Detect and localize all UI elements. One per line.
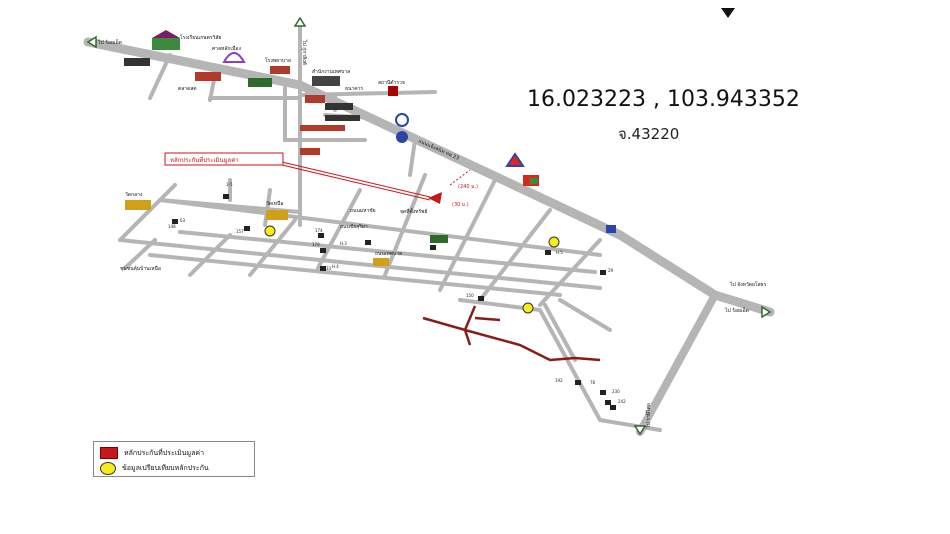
label-temple-2: วัดเหนือ (266, 200, 283, 207)
subject-marker (428, 192, 442, 204)
gas-station-icon (505, 152, 525, 167)
house-number: H.5 (556, 250, 563, 255)
house-number: 157 (236, 229, 244, 234)
label-to-yasothon: ไป จังหวัดยโสธร (729, 281, 767, 288)
label-west-district: ชุมชนคุ้มบ้านเหนือ (120, 265, 161, 272)
label-dome: ศาลหลักเมือง (212, 45, 241, 52)
house-number: 242 (618, 399, 626, 404)
label-school: โรงเรียนเกษตรวิสัย (180, 34, 221, 41)
house-number: 78 (590, 380, 596, 385)
legend-label-appraised: หลักประกันที่ประเมินมูลค่า (124, 449, 205, 457)
label-road-b: ถนนชัยสุริยา (340, 223, 368, 230)
legend-label-comparable: ข้อมูลเปรียบเทียบหลักประกัน (122, 465, 209, 472)
house-number: H.3 (340, 241, 347, 246)
house-number: 1-5 (226, 182, 233, 187)
comparable-marker (522, 302, 534, 314)
label-bank: ธนาคาร (345, 86, 363, 92)
label-subject: หลักประกันที่ประเมินมูลค่า (170, 156, 239, 164)
temple-dome-icon (222, 52, 246, 63)
house-number: 179 (312, 242, 320, 247)
main-highway (83, 37, 775, 436)
school-icon (152, 38, 180, 50)
legend-row-appraised: หลักประกันที่ประเมินมูลค่า (100, 447, 204, 459)
map-legend: หลักประกันที่ประเมินมูลค่า ข้อมูลเปรียบเ… (93, 441, 255, 477)
house-number: 174 (315, 228, 323, 233)
label-police: สถานีตำรวจ (378, 79, 405, 86)
label-distance-b: (30 ม.) (452, 202, 469, 208)
label-hospital: โรงพยาบาล (265, 57, 291, 64)
dropdown-triangle-icon[interactable] (721, 8, 735, 18)
house-number: 63 (180, 218, 186, 223)
coordinates-text: 16.023223 , 103.943352 (527, 87, 800, 112)
label-to-kukasing: ไป กู่กาสิงห์ (301, 39, 308, 65)
house-number: 230 (612, 389, 620, 394)
house-number: 29 (608, 268, 614, 273)
label-distance-a: (240 ม.) (458, 184, 478, 190)
landmark-icons (124, 30, 616, 410)
label-market: ตลาดสด (178, 86, 197, 92)
label-road-a: ถนนมหาชัย (350, 208, 376, 214)
red-square-icon (100, 447, 118, 459)
yellow-circle-icon (100, 462, 116, 475)
municipal-icon (312, 76, 340, 86)
house-number: 192 (555, 378, 563, 383)
direction-arrows (86, 16, 772, 436)
creek (422, 305, 601, 362)
label-road-c: ถนนเทศบาล (375, 251, 402, 257)
house-number: 150 (466, 293, 474, 298)
label-west-temple: วัดกลาง (125, 192, 143, 198)
market-icon (195, 72, 221, 81)
label-main-road: ถนนแจ้งสนิท ทล.23 (417, 137, 460, 161)
subject-pointer (164, 152, 471, 204)
house-number: 33 (326, 266, 332, 271)
hospital-icon (248, 78, 272, 87)
bank-icon (396, 131, 408, 143)
label-municipal: สำนักงานเทศบาล (312, 69, 350, 75)
secondary-roads (118, 18, 662, 432)
legend-row-comparable: ข้อมูลเปรียบเทียบหลักประกัน (100, 462, 209, 475)
province-code-text: จ.43220 (618, 125, 680, 143)
police-icon (388, 86, 398, 96)
label-to-roiet: ไป ร้อยเอ็ด (97, 38, 122, 46)
label-subject-point: จุดที่ตั้งทรัพย์ (400, 206, 427, 215)
house-number: 148 (168, 224, 176, 229)
comparable-marker (548, 236, 560, 248)
comparable-marker (264, 225, 276, 237)
building-icon (124, 58, 150, 66)
house-number: H.4 (332, 264, 339, 269)
label-to-roiet-east: ไป ร้อยเอ็ด (724, 306, 749, 314)
label-to-rasi-salai: ไป ราษีไศล (645, 403, 652, 429)
